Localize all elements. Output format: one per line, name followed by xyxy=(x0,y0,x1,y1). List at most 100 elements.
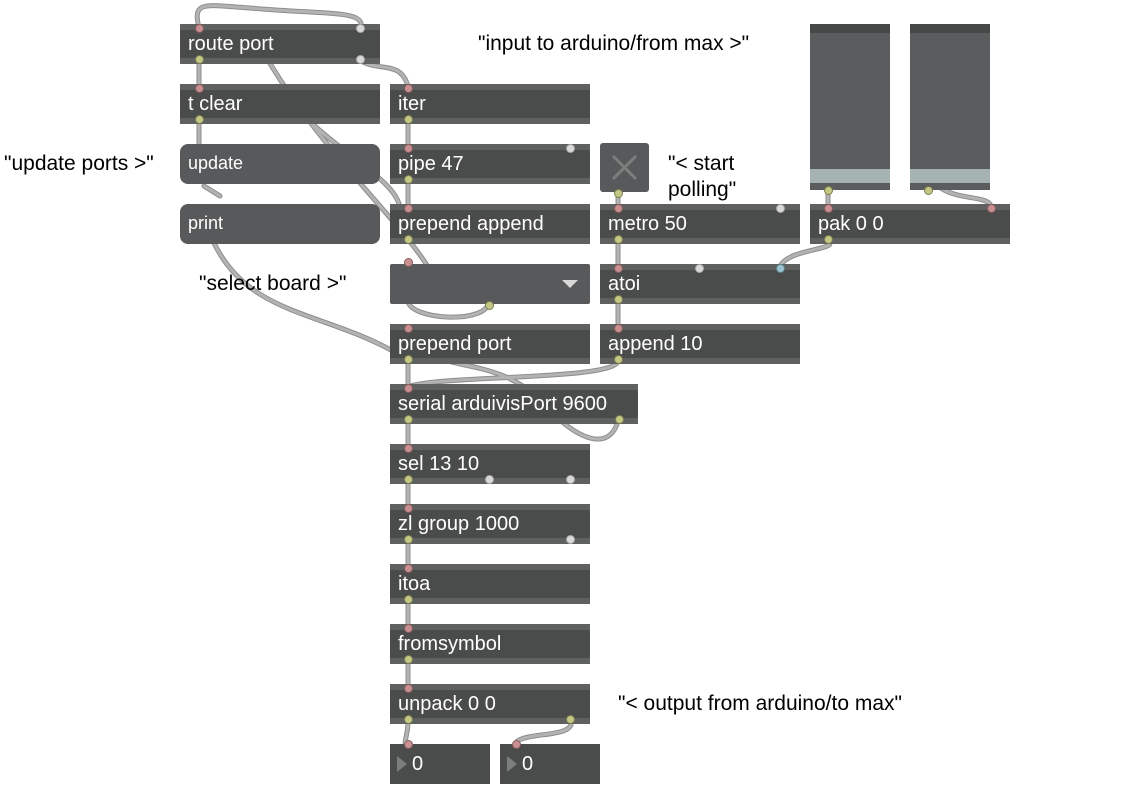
inlet[interactable] xyxy=(987,204,996,213)
inlet[interactable] xyxy=(614,204,623,213)
object-append[interactable]: append 10 xyxy=(600,324,800,364)
object-itoa[interactable]: itoa xyxy=(390,564,590,604)
object-unpack[interactable]: unpack 0 0 xyxy=(390,684,590,724)
object-label: serial arduivisPort 9600 xyxy=(398,393,607,415)
message-label: update xyxy=(188,153,244,173)
outlet[interactable] xyxy=(404,475,413,484)
outlet[interactable] xyxy=(195,55,204,64)
outlet[interactable] xyxy=(566,475,575,484)
inlet[interactable] xyxy=(356,24,365,33)
inlet[interactable] xyxy=(566,144,575,153)
outlet[interactable] xyxy=(404,115,413,124)
comment-update-ports: "update ports >" xyxy=(4,152,154,175)
outlet[interactable] xyxy=(404,655,413,664)
object-label: unpack 0 0 xyxy=(398,693,496,715)
outlet[interactable] xyxy=(485,475,494,484)
number-value: 0 xyxy=(412,753,424,775)
outlet[interactable] xyxy=(485,301,494,310)
number-value: 0 xyxy=(522,753,534,775)
outlet[interactable] xyxy=(404,355,413,364)
outlet[interactable] xyxy=(404,595,413,604)
comment-input-to-arduino: "input to arduino/from max >" xyxy=(478,32,750,55)
object-fromsymbol[interactable]: fromsymbol xyxy=(390,624,590,664)
outlet[interactable] xyxy=(404,535,413,544)
outlet[interactable] xyxy=(615,415,624,424)
outlet[interactable] xyxy=(404,715,413,724)
inlet[interactable] xyxy=(404,204,413,213)
inlet[interactable] xyxy=(614,264,623,273)
outlet[interactable] xyxy=(404,235,413,244)
inlet[interactable] xyxy=(404,444,413,453)
object-serial[interactable]: serial arduivisPort 9600 xyxy=(390,384,638,424)
object-label: prepend append xyxy=(398,213,544,235)
message-label: print xyxy=(188,213,224,233)
inlet[interactable] xyxy=(404,84,413,93)
inlet[interactable] xyxy=(404,504,413,513)
object-label: t clear xyxy=(188,93,243,115)
inlet[interactable] xyxy=(404,684,413,693)
outlet[interactable] xyxy=(195,115,204,124)
outlet[interactable] xyxy=(924,186,933,195)
object-sel[interactable]: sel 13 10 xyxy=(390,444,590,484)
outlet[interactable] xyxy=(356,55,365,64)
inlet[interactable] xyxy=(824,204,833,213)
object-zl-group[interactable]: zl group 1000 xyxy=(390,504,590,544)
object-label: route port xyxy=(188,33,274,55)
outlet[interactable] xyxy=(614,235,623,244)
inlet[interactable] xyxy=(404,384,413,393)
inlet[interactable] xyxy=(404,258,413,267)
outlet[interactable] xyxy=(404,175,413,184)
object-label: atoi xyxy=(608,273,641,295)
inlet[interactable] xyxy=(404,564,413,573)
outlet[interactable] xyxy=(614,189,623,198)
object-label: itoa xyxy=(398,573,431,595)
inlet[interactable] xyxy=(776,204,785,213)
triangle-right-icon xyxy=(397,756,407,772)
object-iter[interactable]: iter xyxy=(390,84,590,124)
slider-top xyxy=(910,24,990,33)
outlet[interactable] xyxy=(824,235,833,244)
comment-output-from-arduino: "< output from arduino/to max" xyxy=(618,692,902,715)
object-atoi[interactable]: atoi xyxy=(600,264,800,304)
object-route-port[interactable]: route port xyxy=(180,24,380,64)
inlet[interactable] xyxy=(195,24,204,33)
inlet[interactable] xyxy=(404,624,413,633)
inlet[interactable] xyxy=(195,84,204,93)
toggle-start-polling[interactable] xyxy=(600,143,649,198)
slider-knob[interactable] xyxy=(910,168,990,183)
object-t-clear[interactable]: t clear xyxy=(180,84,380,124)
message-print[interactable]: print xyxy=(180,204,380,244)
outlet[interactable] xyxy=(614,295,623,304)
umenu-select-board[interactable] xyxy=(390,258,590,310)
slider-right[interactable] xyxy=(910,24,990,195)
outlet[interactable] xyxy=(824,186,833,195)
object-label: prepend port xyxy=(398,333,512,355)
number-box-right[interactable]: 0 xyxy=(500,740,600,784)
object-metro[interactable]: metro 50 xyxy=(600,204,800,244)
inlet[interactable] xyxy=(404,144,413,153)
slider-knob[interactable] xyxy=(810,168,890,183)
message-update[interactable]: update xyxy=(180,144,380,184)
object-label: metro 50 xyxy=(608,213,687,235)
number-box-left[interactable]: 0 xyxy=(390,740,490,784)
object-label: fromsymbol xyxy=(398,633,502,655)
slider-left[interactable] xyxy=(810,24,890,195)
object-prepend-append[interactable]: prepend append xyxy=(390,204,590,244)
outlet[interactable] xyxy=(566,535,575,544)
inlet[interactable] xyxy=(404,740,413,749)
outlet[interactable] xyxy=(566,715,575,724)
object-pipe[interactable]: pipe 47 xyxy=(390,144,590,184)
inlet[interactable] xyxy=(512,740,521,749)
outlet[interactable] xyxy=(614,355,623,364)
object-label: pipe 47 xyxy=(398,153,464,175)
object-pak[interactable]: pak 0 0 xyxy=(810,204,1010,244)
inlet[interactable] xyxy=(776,264,785,273)
comment-start-polling-line1: "< start xyxy=(668,152,735,175)
object-prepend-port[interactable]: prepend port xyxy=(390,324,590,364)
triangle-right-icon xyxy=(507,756,517,772)
outlet[interactable] xyxy=(404,415,413,424)
object-label: append 10 xyxy=(608,333,703,355)
inlet[interactable] xyxy=(614,324,623,333)
inlet[interactable] xyxy=(695,264,704,273)
inlet[interactable] xyxy=(404,324,413,333)
